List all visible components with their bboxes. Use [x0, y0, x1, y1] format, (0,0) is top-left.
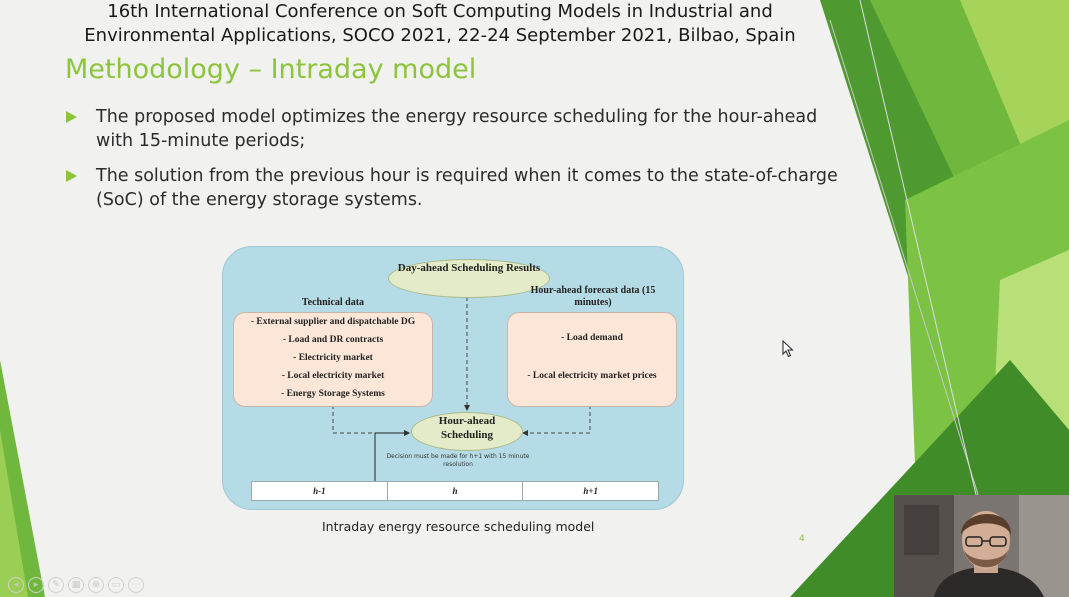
technical-item: - Electricity market [293, 353, 373, 363]
presenter-webcam [894, 495, 1069, 597]
forecast-data-box: - Load demand - Local electricity market… [507, 312, 677, 407]
technical-item: - Local electricity market [281, 371, 385, 381]
conference-header: 16th International Conference on Soft Co… [60, 0, 820, 48]
diagram-connectors [332, 297, 591, 497]
zoom-button[interactable]: ⊕ [88, 577, 104, 593]
pen-tool-button[interactable]: ✎ [48, 577, 64, 593]
arrow-bullet-icon [66, 111, 77, 123]
page-number: 4 [799, 534, 805, 544]
slide-title: Methodology – Intraday model [65, 54, 477, 85]
forecast-data-heading: Hour-ahead forecast data (15 minutes) [530, 285, 656, 308]
more-options-button[interactable]: ⋯ [128, 577, 144, 593]
figure-caption: Intraday energy resource scheduling mode… [322, 519, 595, 534]
scheduling-diagram: Day-ahead Scheduling Results Technical d… [222, 246, 684, 510]
slideshow-controls: ◂ ▸ ✎ ▦ ⊕ ▭ ⋯ [8, 577, 144, 593]
screen-button[interactable]: ▭ [108, 577, 124, 593]
technical-item: - Energy Storage Systems [281, 389, 385, 399]
arrow-bullet-icon [66, 170, 77, 182]
slides-grid-button[interactable]: ▦ [68, 577, 84, 593]
next-slide-button[interactable]: ▸ [28, 577, 44, 593]
timeline-cell: h [388, 482, 524, 500]
bullet-item: The solution from the previous hour is r… [66, 164, 846, 212]
bullet-text: The proposed model optimizes the energy … [96, 107, 818, 151]
timeline-bar: h-1 h h+1 [251, 481, 659, 501]
day-ahead-results-node: Day-ahead Scheduling Results [388, 259, 550, 298]
presenter-video-image [894, 495, 1069, 597]
bullet-text: The solution from the previous hour is r… [96, 166, 838, 210]
technical-data-heading: Technical data [301, 297, 365, 308]
technical-item: - Load and DR contracts [282, 335, 384, 345]
conference-header-line2: Environmental Applications, SOCO 2021, 2… [84, 25, 796, 46]
conference-header-line1: 16th International Conference on Soft Co… [107, 1, 773, 22]
decision-note: Decision must be made for h+1 with 15 mi… [386, 453, 530, 468]
technical-item: - External supplier and dispatchable DG [250, 317, 416, 327]
forecast-item: - Load demand [561, 333, 623, 343]
timeline-cell: h+1 [583, 486, 598, 496]
forecast-item: - Local electricity market prices [527, 371, 657, 381]
previous-slide-button[interactable]: ◂ [8, 577, 24, 593]
bullet-item: The proposed model optimizes the energy … [66, 105, 846, 153]
cursor-icon [782, 340, 794, 358]
timeline-cell: h-1 [252, 482, 388, 500]
technical-data-box: - External supplier and dispatchable DG … [233, 312, 433, 407]
hour-ahead-scheduling-node: Hour-ahead Scheduling [411, 412, 523, 451]
